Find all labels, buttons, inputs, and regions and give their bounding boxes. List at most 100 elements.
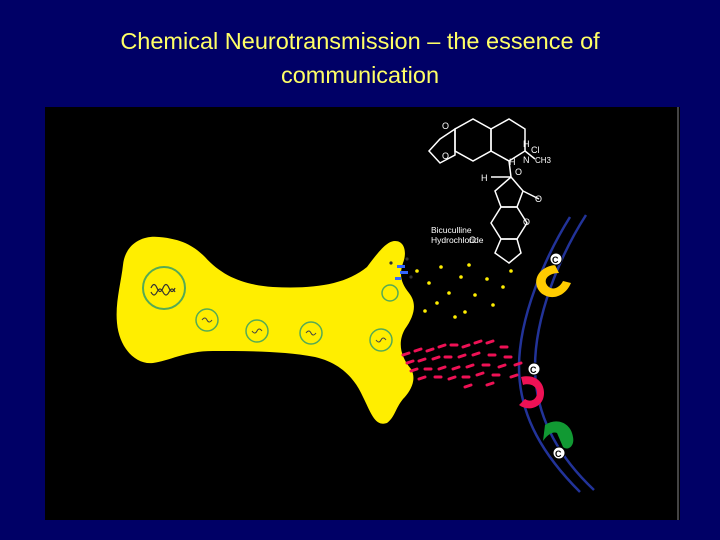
nt-yellow-13	[453, 315, 457, 319]
nt-yellow-12	[501, 285, 505, 289]
ring-benzene-top	[454, 118, 492, 162]
nt-red-14	[457, 353, 467, 359]
receptor-green-label: C	[555, 449, 562, 459]
membrane-outer	[517, 216, 581, 493]
atom-cl: Cl	[531, 145, 540, 155]
atom-h-1: H	[523, 139, 530, 149]
receptor-green: C	[543, 421, 574, 460]
dark-particle-2	[405, 257, 409, 261]
vesicle-3	[299, 321, 323, 345]
nucleus-circle	[142, 266, 186, 310]
presynaptic-neuron	[116, 236, 414, 424]
ring-dioxolane-bottom	[494, 238, 522, 264]
nt-red-15	[471, 351, 481, 357]
nt-red-11	[417, 357, 427, 363]
atom-o-2: O	[442, 151, 449, 161]
diagram-panel: O O H Cl N CH3 H O H O O O Bicuculline H…	[45, 107, 680, 520]
nt-red-1	[401, 351, 411, 357]
receptor-red-label: C	[530, 365, 537, 375]
nt-yellow-9	[463, 310, 467, 314]
receptor-green-badge	[552, 446, 566, 460]
receptor-red: C	[519, 362, 545, 409]
nt-yellow-6	[459, 275, 463, 279]
vesicle-content-1	[201, 317, 213, 323]
nt-yellow-7	[467, 263, 471, 267]
atom-o-6: O	[469, 235, 476, 245]
atom-h-3: H	[481, 173, 488, 183]
nt-red-3	[425, 347, 435, 353]
nt-yellow-8	[473, 293, 477, 297]
nt-red-30	[475, 371, 485, 377]
nt-yellow-10	[485, 277, 489, 281]
atom-o-4: O	[535, 194, 542, 204]
nt-red-8	[485, 339, 495, 345]
atom-n: N	[523, 155, 530, 165]
atom-h-2: H	[509, 157, 516, 167]
ring-piperidine	[490, 118, 526, 162]
nt-yellow-11	[491, 303, 495, 307]
vesicle-2	[245, 319, 269, 343]
antagonist-1	[397, 265, 405, 268]
nt-red-4	[437, 343, 447, 349]
nt-red-25	[513, 361, 523, 367]
bond-chiral-top	[508, 160, 512, 178]
bicuculline-structure	[427, 118, 540, 264]
nt-yellow-4	[447, 291, 451, 295]
vesicle-5	[381, 284, 399, 302]
dark-particle-3	[409, 275, 413, 279]
blue-antagonist-particles	[395, 265, 408, 280]
nt-yellow-3	[439, 265, 443, 269]
nt-yellow-1	[415, 269, 419, 273]
nt-red-2	[413, 347, 423, 353]
bond-n-methyl	[524, 150, 536, 160]
nt-red-6	[461, 343, 471, 349]
nt-yellow-14	[509, 269, 513, 273]
atom-o-1: O	[442, 121, 449, 131]
vesicle-4	[369, 328, 393, 352]
receptor-yellow: C	[536, 252, 571, 298]
nt-yellow-2	[427, 281, 431, 285]
nt-red-18	[409, 367, 419, 373]
axon-vesicles	[195, 284, 399, 352]
molecule-name-line-1: Bicuculline	[431, 225, 472, 235]
ring-dioxolane-top	[427, 127, 456, 164]
yellow-neurotransmitters	[415, 263, 513, 319]
nt-red-21	[451, 365, 461, 371]
vesicle-1	[195, 308, 219, 332]
atom-ch3: CH3	[535, 156, 552, 165]
nt-red-32	[509, 373, 519, 379]
nt-red-24	[497, 363, 507, 369]
receptor-red-shape	[519, 376, 545, 409]
vesicle-contents	[201, 317, 387, 343]
receptor-red-badge	[527, 362, 541, 376]
vesicle-content-3	[305, 330, 317, 336]
nt-red-26	[417, 375, 427, 381]
receptor-green-shape	[543, 421, 574, 449]
bond-carbonyl	[522, 190, 540, 200]
title-line-1: Chemical Neurotransmission – the essence…	[120, 28, 600, 54]
nt-red-7	[473, 339, 483, 345]
receptor-yellow-shape	[536, 265, 571, 298]
nt-red-34	[485, 381, 495, 387]
antagonist-3	[395, 277, 401, 280]
ring-lactone	[494, 175, 524, 208]
bicuculline-atoms: O O H Cl N CH3 H O H O O O Bicuculline H…	[431, 121, 552, 245]
dna-squiggle	[150, 283, 176, 296]
title-line-2: communication	[280, 62, 440, 88]
nt-red-20	[437, 365, 447, 371]
nt-yellow-15	[423, 309, 427, 313]
antagonist-2	[400, 271, 408, 274]
dark-particle-1	[389, 261, 393, 265]
atom-o-3: O	[515, 167, 522, 177]
nt-red-33	[463, 383, 473, 389]
molecule-name-line-2: Hydrochloride	[431, 235, 484, 245]
ring-benzene-bottom	[490, 206, 528, 240]
slide-title: Chemical Neurotransmission – the essence…	[20, 24, 700, 92]
nt-red-22	[465, 363, 475, 369]
synapse-diagram: O O H Cl N CH3 H O H O O O Bicuculline H…	[116, 107, 679, 520]
vesicle-content-2	[251, 328, 263, 334]
atom-o-5: O	[523, 217, 530, 227]
receptor-yellow-badge	[549, 252, 563, 266]
red-neurotransmitters	[401, 339, 523, 389]
receptor-yellow-label: C	[552, 255, 559, 265]
